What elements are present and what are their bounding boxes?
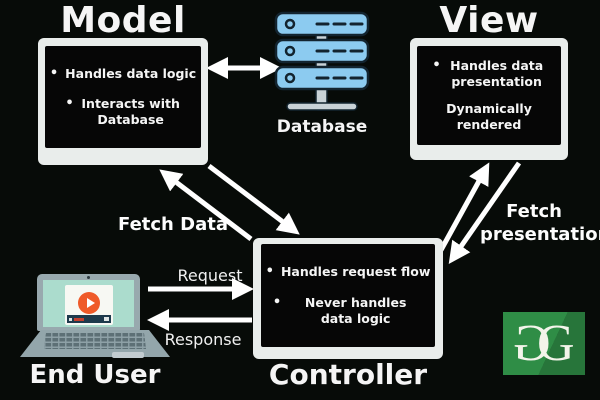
player-progress xyxy=(74,318,84,321)
controller-screen: Handles request flow Never handles data … xyxy=(261,244,435,347)
gfg-letter: G xyxy=(537,314,575,372)
view-bullet-1: Handles data presentation xyxy=(432,58,545,91)
player-control-left xyxy=(69,317,72,321)
model-screen: Handles data logic Interacts with Databa… xyxy=(45,46,201,148)
fetch-presentation-label: Fetch presentation xyxy=(480,201,600,245)
model-bullet-1: Handles data logic xyxy=(50,66,196,83)
geeksforgeeks-logo: G G xyxy=(503,312,585,375)
request-label: Request xyxy=(177,266,243,285)
controller-bullet-1: Handles request flow xyxy=(266,264,430,281)
database-icon xyxy=(274,11,370,111)
play-triangle-icon xyxy=(87,298,95,308)
player-control-right xyxy=(104,317,109,321)
view-note: Dynamically rendered xyxy=(446,101,532,133)
controller-monitor: Handles request flow Never handles data … xyxy=(253,238,443,359)
laptop-keyboard xyxy=(44,333,146,349)
response-label: Response xyxy=(164,330,242,349)
model-title: Model xyxy=(60,0,186,41)
gfg-letter-reversed: G xyxy=(513,314,551,372)
view-monitor: Handles data presentation Dynamically re… xyxy=(410,38,568,160)
laptop-camera-icon xyxy=(87,276,90,279)
controller-title: Controller xyxy=(268,358,428,391)
laptop-icon xyxy=(20,270,170,362)
database-label: Database xyxy=(276,117,368,137)
model-bullet-2: Interacts with Database xyxy=(65,96,180,129)
controller-to-view-arrow xyxy=(438,162,490,252)
view-screen: Handles data presentation Dynamically re… xyxy=(417,46,561,145)
end-user-label: End User xyxy=(29,360,161,390)
player-control-bar xyxy=(67,315,111,323)
view-title: View xyxy=(439,0,539,41)
fetch-data-label: Fetch Data xyxy=(118,214,228,235)
laptop-touchpad xyxy=(112,352,144,358)
controller-bullet-2: Never handles data logic xyxy=(273,295,423,328)
model-monitor: Handles data logic Interacts with Databa… xyxy=(38,38,208,165)
